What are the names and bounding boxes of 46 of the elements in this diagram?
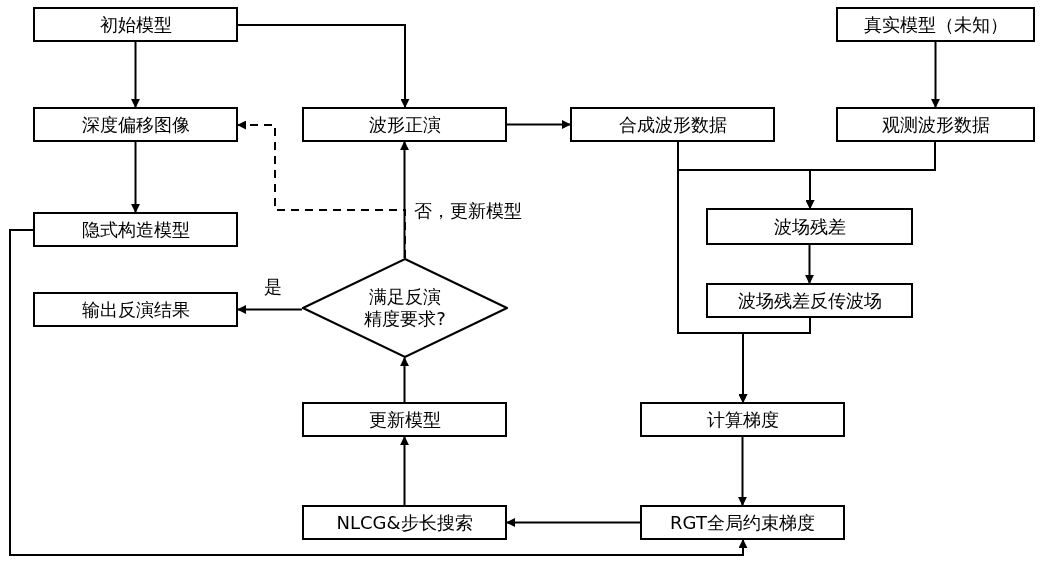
process-box [33, 7, 238, 42]
process-box [302, 402, 507, 437]
node-label: 真实模型（未知） [863, 13, 1008, 36]
node-label: 初始模型 [99, 13, 172, 36]
node-label: 隐式构造模型 [81, 218, 190, 241]
process-box [302, 505, 507, 540]
arrow [131, 141, 140, 213]
process-box [302, 107, 507, 142]
arrow [237, 24, 410, 108]
arrow [237, 305, 303, 314]
node-label: 波场残差反传波场 [737, 289, 882, 312]
arrow [805, 244, 814, 284]
node-label: 波场残差 [773, 215, 846, 238]
node-label: 深度偏移图像 [81, 113, 190, 136]
arrow [738, 317, 811, 403]
node-label: 观测波形数据 [881, 113, 990, 136]
arrow [237, 120, 406, 259]
arrow [805, 141, 936, 209]
edge-label: 是 [262, 276, 284, 298]
arrow [400, 436, 409, 506]
arrow [738, 436, 747, 506]
process-box [640, 505, 845, 540]
node-label: 满足反演精度要求? [363, 286, 447, 330]
arrow [400, 357, 409, 403]
arrow [506, 120, 571, 129]
arrow [506, 518, 641, 527]
process-box [836, 107, 1035, 142]
node-label: 计算梯度 [706, 408, 779, 431]
node-label: 输出反演结果 [81, 298, 190, 321]
process-box [33, 292, 238, 327]
process-box [570, 107, 775, 142]
node-label: 波形正演 [368, 113, 441, 136]
process-box [33, 212, 238, 247]
process-box [640, 402, 845, 437]
arrow [131, 41, 140, 108]
edge-label: 否，更新模型 [412, 200, 524, 222]
arrow [9, 229, 748, 556]
node-label: NLCG&步长搜索 [336, 511, 473, 534]
process-box [706, 208, 913, 245]
process-box [836, 7, 1035, 42]
process-box [33, 107, 238, 142]
node-label: 更新模型 [368, 408, 441, 431]
process-box [706, 283, 913, 318]
node-label: 合成波形数据 [618, 113, 727, 136]
arrow [931, 41, 940, 108]
node-label: RGT全局约束梯度 [670, 511, 815, 534]
